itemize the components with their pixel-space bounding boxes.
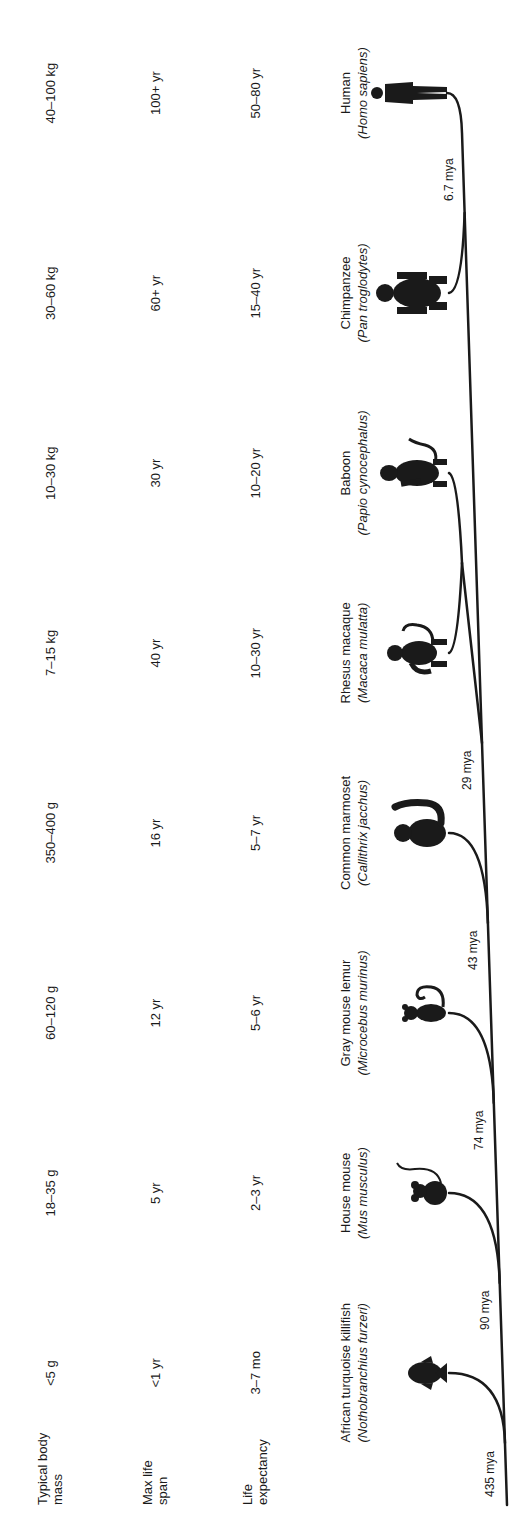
tree-branch — [449, 563, 462, 653]
animal-silhouette — [411, 1194, 419, 1202]
body-mass-value: 60–120 g — [43, 986, 58, 1040]
animal-silhouette — [402, 1004, 408, 1010]
body-mass-value: 30–60 kg — [43, 267, 58, 321]
max-lifespan-value: 40 yr — [148, 639, 163, 668]
row-header: Typical body mass — [35, 1425, 65, 1505]
body-mass-value: 18–35 g — [43, 1170, 58, 1217]
animal-silhouette — [395, 803, 441, 824]
species-latin-name: (Homo sapiens) — [355, 47, 370, 139]
animal-silhouette — [380, 439, 447, 487]
body-mass-value: 350–400 g — [43, 802, 58, 863]
species-name: Chimpanzee — [338, 257, 353, 330]
animal-silhouette — [403, 625, 433, 643]
life-expectancy-value: 5–7 yr — [248, 815, 263, 851]
max-lifespan-value: 5 yr — [148, 1182, 163, 1204]
max-lifespan-value: 12 yr — [148, 999, 163, 1028]
animal-silhouette — [385, 82, 447, 104]
life-expectancy-value: 5–6 yr — [248, 995, 263, 1031]
life-expectancy-value: 2–3 yr — [248, 1175, 263, 1211]
animal-silhouette — [401, 478, 422, 486]
tree-branch — [449, 1373, 505, 1443]
animal-silhouette — [416, 1004, 446, 1022]
life-expectancy-value: 3–7 mo — [248, 1351, 263, 1394]
max-lifespan-value: <1 yr — [148, 1358, 163, 1387]
species-name: House mouse — [338, 1153, 353, 1233]
animal-silhouette — [395, 460, 439, 486]
age-label: 435 mya — [483, 1449, 498, 1499]
animal-silhouette — [411, 663, 431, 672]
species-latin-name: (Nothobranchius furzeri) — [355, 1303, 370, 1442]
animal-silhouette — [397, 1163, 447, 1205]
animal-silhouette — [402, 987, 446, 1022]
body-mass-value: <5 g — [43, 1360, 58, 1386]
animal-silhouette — [411, 1181, 419, 1189]
max-lifespan-value: 30 yr — [148, 459, 163, 488]
species-latin-name: (Macaca mulatta) — [355, 603, 370, 703]
species-name: African turquoise killifish — [338, 1303, 353, 1442]
species-latin-name: (Mus musculus) — [355, 1147, 370, 1239]
tree-branch — [449, 473, 462, 563]
life-expectancy-value: 50–80 yr — [248, 68, 263, 119]
animal-silhouette — [394, 824, 412, 842]
age-label: 74 mya — [472, 1109, 487, 1152]
species-name: Baboon — [338, 451, 353, 496]
animal-silhouette — [433, 481, 447, 487]
animal-silhouette — [429, 302, 447, 310]
life-expectancy-value: 10–30 yr — [248, 628, 263, 679]
species-latin-name: (Callithrix jacchus) — [355, 780, 370, 886]
animal-silhouette — [421, 1383, 433, 1390]
tree-branch — [449, 833, 488, 923]
species-name: Human — [338, 72, 353, 114]
animal-silhouette — [409, 439, 436, 463]
tree-branch — [449, 1013, 494, 1103]
animal-silhouette — [429, 276, 447, 284]
max-lifespan-value: 100+ yr — [148, 71, 163, 115]
animal-silhouette — [397, 1163, 441, 1183]
species-name: Rhesus macaque — [338, 602, 353, 703]
animal-silhouette — [376, 284, 394, 302]
tree-branch — [449, 213, 465, 293]
animal-silhouette — [417, 987, 443, 1007]
tree-branch — [447, 93, 507, 1505]
body-mass-value: 7–15 kg — [43, 630, 58, 676]
animal-silhouette — [431, 661, 447, 667]
age-label: 6.7 mya — [442, 156, 457, 203]
species-latin-name: (Pan troglodytes) — [355, 244, 370, 343]
animal-silhouette — [371, 82, 447, 104]
animal-silhouette — [376, 272, 447, 314]
animal-silhouette — [371, 87, 383, 99]
animal-silhouette — [435, 1363, 447, 1383]
animal-silhouette — [408, 1356, 447, 1390]
row-header: Life expectancy — [240, 1425, 270, 1505]
animal-silhouette — [397, 307, 427, 314]
life-expectancy-value: 10–20 yr — [248, 448, 263, 499]
tree-branch — [462, 563, 482, 743]
row-header: Max life span — [140, 1443, 170, 1505]
animal-silhouette — [397, 272, 427, 279]
animal-silhouette — [402, 1016, 408, 1022]
species-name: Gray mouse lemur — [338, 960, 353, 1067]
body-mass-value: 40–100 kg — [43, 63, 58, 124]
species-latin-name: (Microcebus murinus) — [355, 951, 370, 1076]
life-expectancy-value: 15–40 yr — [248, 268, 263, 319]
max-lifespan-value: 16 yr — [148, 819, 163, 848]
animal-silhouette — [371, 82, 447, 1390]
animal-silhouette — [394, 803, 446, 848]
max-lifespan-value: 60+ yr — [148, 275, 163, 312]
tree-branch — [449, 1193, 500, 1283]
age-label: 29 mya — [460, 749, 475, 792]
animal-silhouette — [387, 625, 447, 672]
animal-silhouette — [421, 1356, 433, 1363]
species-latin-name: (Papio cynocephalus) — [355, 410, 370, 535]
species-name: Common marmoset — [338, 776, 353, 890]
animal-silhouette — [387, 645, 403, 661]
animal-silhouette — [380, 465, 398, 481]
tree-branch — [447, 93, 507, 1505]
age-label: 90 mya — [478, 1289, 493, 1332]
body-mass-value: 10–30 kg — [43, 447, 58, 501]
age-label: 43 mya — [466, 929, 481, 972]
